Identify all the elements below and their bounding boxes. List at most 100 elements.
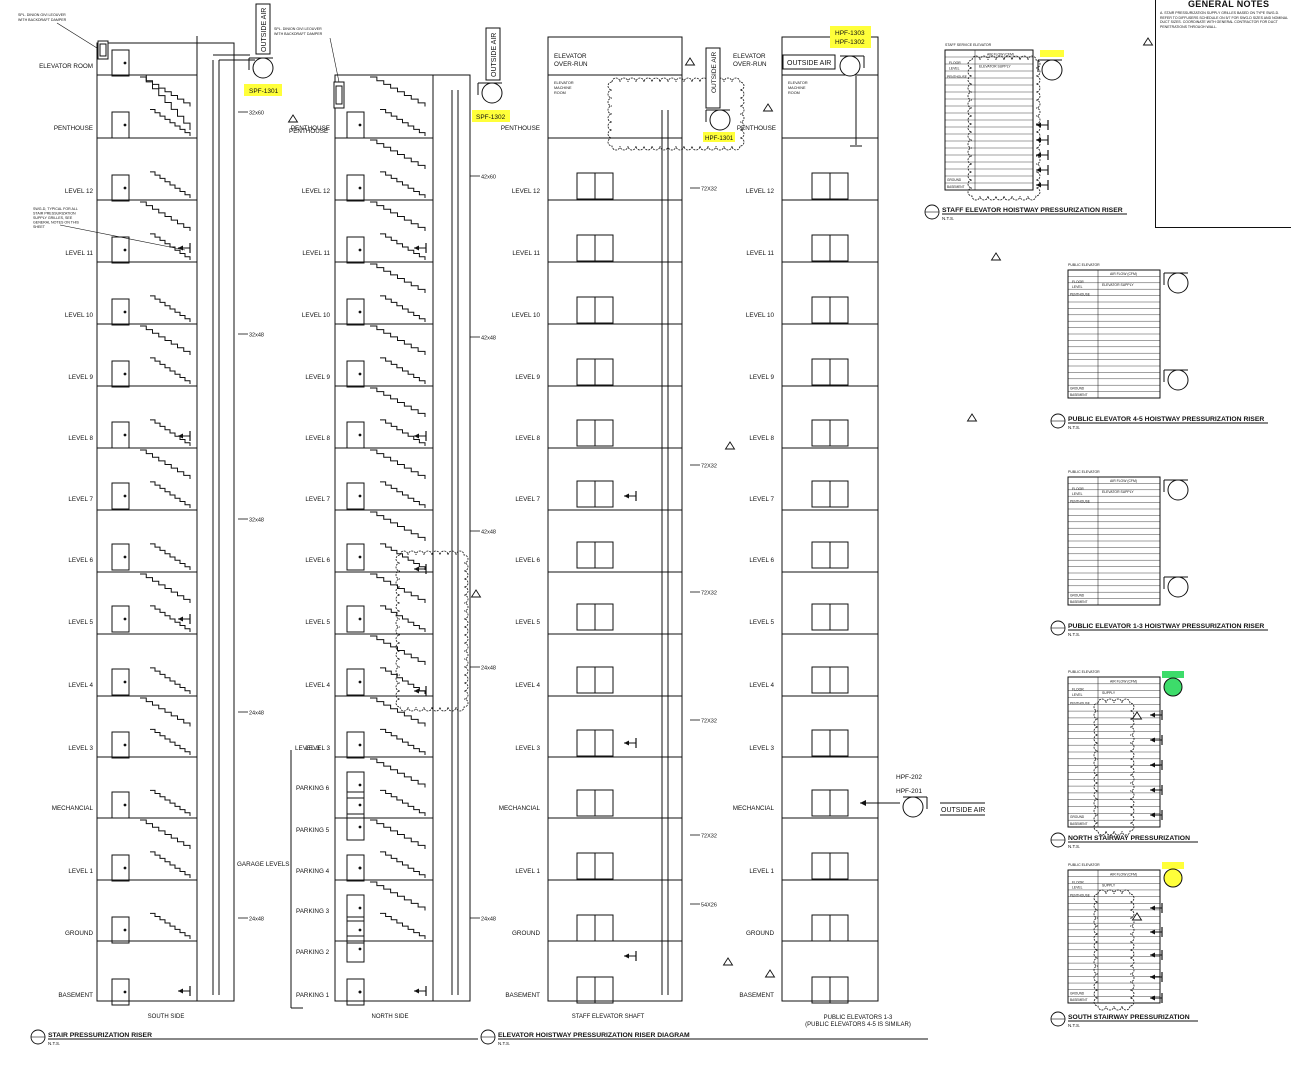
door-knob [358, 123, 362, 127]
door-knob [358, 372, 362, 376]
arrowhead [624, 953, 629, 959]
south-stair-door [111, 360, 130, 388]
pub13-schedule-head: PUBLIC ELEVATOR [1068, 470, 1100, 474]
south-level-label: LEVEL 6 [68, 557, 93, 564]
revision-triangle [1131, 912, 1143, 921]
outside-air-box [782, 54, 836, 70]
public-level-label: LEVEL 5 [749, 619, 774, 626]
public-level-label: LEVEL 7 [749, 496, 774, 503]
south-level-label: PENTHOUSE [54, 125, 93, 132]
staff-schedule-fan-icon [1041, 59, 1063, 81]
door-knob [358, 783, 362, 787]
south-stair-schedule-basement: BASEMENT [1070, 998, 1088, 1002]
staff-fan-highlight [1040, 50, 1064, 57]
north-side-caption: NORTH SIDE [372, 1014, 409, 1020]
public-level-label: LEVEL 1 [749, 868, 774, 875]
public-level-label: LEVEL 6 [749, 557, 774, 564]
north-stair-door [346, 605, 365, 633]
stair-run [370, 263, 426, 293]
pub13-title-nts: N.T.S. [1068, 632, 1080, 637]
south-stair-door [111, 174, 130, 202]
duct-size-label: 72X32 [701, 464, 717, 470]
stair-run [150, 108, 191, 136]
south-stair-door [111, 543, 130, 571]
machine-room-label: ELEVATOR [554, 81, 574, 85]
stair-run [140, 697, 191, 727]
north-stair-schedule-penthouse: PENTHOUSE [1070, 701, 1090, 705]
parking-level-label: PARKING 1 [296, 992, 330, 999]
public-level-label: LEVEL 9 [749, 374, 774, 381]
stair-run [380, 419, 426, 446]
outside-air-label: OUTSIDE AIR [711, 52, 718, 93]
duct-size-label: 42x48 [481, 530, 496, 536]
stair-run [380, 357, 426, 384]
stair-run [370, 758, 426, 788]
garage-levels-label: GARAGE LEVELS [237, 861, 290, 868]
general-notes-title: GENERAL NOTES [1188, 0, 1270, 9]
arrowhead [1036, 182, 1041, 188]
door-knob [358, 186, 362, 190]
staff-level-label: LEVEL 1 [515, 868, 540, 875]
stair-run [380, 912, 426, 939]
hpf-1302-label: HPF-1302 [835, 39, 865, 46]
revision-triangle [1131, 711, 1143, 720]
pub45-schedule-floor-label: LEVEL [1072, 285, 1083, 289]
south-level-label: LEVEL 3 [68, 745, 93, 752]
revision-triangle [990, 252, 1002, 261]
duct-size-label: 32x48 [249, 518, 264, 524]
arrowhead [860, 800, 866, 806]
parking-stair-door [346, 771, 365, 799]
pub45-fan-icon [1167, 369, 1189, 391]
south-stair-door [111, 482, 130, 510]
parking-level-label: PARKING 3 [296, 908, 330, 915]
machine-room-revision-cloud [607, 77, 745, 151]
south-level-label: GROUND [65, 930, 93, 937]
south-stair-schedule-floor-label: LEVEL [1072, 886, 1083, 890]
pub13-schedule-airflow-label: AIR FLOW (CFM) [1110, 479, 1137, 483]
south-level-label: LEVEL 11 [65, 250, 93, 257]
door-knob [123, 372, 127, 376]
south-stair-door [111, 978, 130, 1006]
door-knob [123, 61, 127, 65]
staff-shaft-caption: STAFF ELEVATOR SHAFT [572, 1014, 645, 1020]
arrowhead [414, 688, 419, 694]
south-stair-schedule-penthouse: PENTHOUSE [1070, 894, 1090, 898]
door-knob [123, 310, 127, 314]
arrowhead [1150, 995, 1155, 1001]
arrowhead [1150, 952, 1155, 958]
north-stair-door [346, 421, 365, 449]
parking-stair-door [346, 894, 365, 922]
revision-triangle [966, 413, 978, 422]
stair-run [380, 605, 426, 632]
arrowhead [1150, 712, 1155, 718]
door-knob [358, 555, 362, 559]
south-side-caption: SOUTH SIDE [148, 1014, 185, 1020]
stair-run [370, 697, 426, 727]
duct-size-label: 42x48 [481, 336, 496, 342]
north-schedule-cloud [1093, 698, 1135, 836]
south-stair-title-nts: N.T.S. [1068, 1023, 1080, 1028]
pub45-schedule-penthouse: PENTHOUSE [1070, 293, 1090, 297]
duct-size-label: 42x60 [481, 175, 496, 181]
spf-1301-fan-icon [252, 57, 274, 79]
south-stair-door [111, 298, 130, 326]
stair-run [150, 543, 191, 570]
staff-level-label: LEVEL 6 [515, 557, 540, 564]
north-stair-door [346, 668, 365, 696]
duct-size-label: 72X32 [701, 834, 717, 840]
hpf-1301-label: HPF-1301 [705, 135, 734, 142]
staff-level-label: LEVEL 8 [515, 435, 540, 442]
arrowhead [414, 433, 419, 439]
louver-note: SPL. DINION GIVI LEOUVER [274, 27, 322, 31]
arrowhead [1150, 812, 1155, 818]
arrowhead [414, 245, 419, 251]
stair-run [380, 789, 426, 816]
staff-elevator-shaft [547, 36, 683, 1002]
public-level-label: LEVEL 10 [746, 312, 775, 319]
grille-note: SUPPLY GRILLES, SEE [33, 216, 73, 220]
louver-note: WITH BACKDRAFT DAMPER [18, 18, 67, 22]
south-level-label: LEVEL 8 [68, 435, 93, 442]
louver-leader [56, 22, 98, 49]
parking-level-label: PARKING 2 [296, 949, 330, 956]
arrowhead [1036, 122, 1041, 128]
